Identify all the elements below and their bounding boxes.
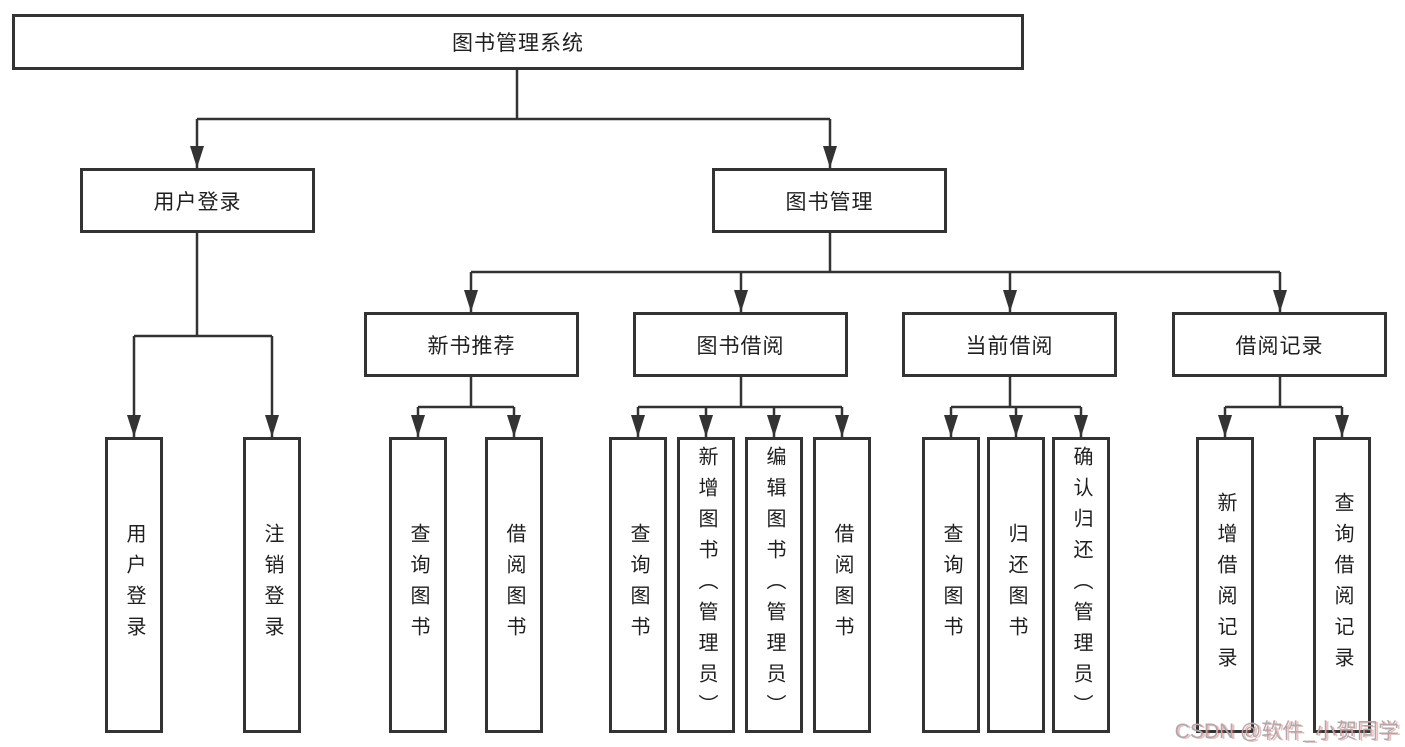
connector-book-management-to-level3 — [464, 233, 1287, 312]
node-label: 新书推荐 — [427, 334, 516, 358]
node-label: 借阅图书 — [503, 523, 525, 647]
node-label: 查询借阅记录 — [1331, 492, 1353, 678]
connector-new-book-children — [411, 377, 521, 437]
node-borrow-edit-books-admin: 编辑图书（管理员） — [745, 437, 803, 733]
node-borrowing-records: 借阅记录 — [1172, 312, 1387, 377]
node-borrow-search-books: 查询图书 — [609, 437, 667, 733]
node-label: 图书管理 — [785, 190, 874, 214]
node-label: 查询图书 — [627, 523, 649, 647]
node-label: 新增图书（管理员） — [695, 445, 717, 725]
node-library-management-system: 图书管理系统 — [12, 14, 1024, 70]
node-current-search-books: 查询图书 — [922, 437, 980, 733]
node-current-confirm-return-admin: 确认归还（管理员） — [1052, 437, 1110, 733]
node-label: 查询图书 — [940, 523, 962, 647]
node-label: 图书借阅 — [696, 334, 785, 358]
node-label: 借阅图书 — [831, 523, 853, 647]
node-user-login-branch: 用户登录 — [80, 168, 315, 233]
node-user-login-leaf: 用户登录 — [105, 437, 163, 733]
node-newbook-search-books: 查询图书 — [389, 437, 447, 733]
node-label: 查询图书 — [407, 523, 429, 647]
node-label: 注销登录 — [261, 523, 283, 647]
connector-current-borrow-children — [944, 377, 1088, 437]
node-label: 图书管理系统 — [452, 32, 584, 55]
node-label: 新增借阅记录 — [1214, 492, 1236, 678]
node-label: 归还图书 — [1005, 523, 1027, 647]
node-record-search-record: 查询借阅记录 — [1313, 437, 1371, 733]
node-logout-leaf: 注销登录 — [243, 437, 301, 733]
node-book-management: 图书管理 — [712, 168, 947, 233]
node-new-book-recommend: 新书推荐 — [364, 312, 579, 377]
node-current-borrowing: 当前借阅 — [902, 312, 1117, 377]
connector-root-to-level2 — [190, 70, 837, 168]
node-label: 编辑图书（管理员） — [763, 445, 785, 725]
node-borrow-borrow-books: 借阅图书 — [813, 437, 871, 733]
connector-book-borrow-children — [631, 377, 849, 437]
node-label: 确认归还（管理员） — [1070, 445, 1092, 725]
node-borrow-add-books-admin: 新增图书（管理员） — [677, 437, 735, 733]
node-label: 当前借阅 — [965, 334, 1054, 358]
node-record-add-record: 新增借阅记录 — [1196, 437, 1254, 733]
csdn-watermark: CSDN @软件_小贺同学 — [1174, 720, 1399, 743]
connector-borrow-record-children — [1218, 377, 1349, 437]
node-book-borrowing: 图书借阅 — [633, 312, 848, 377]
node-newbook-borrow-books: 借阅图书 — [485, 437, 543, 733]
node-label: 用户登录 — [123, 523, 145, 647]
node-label: 借阅记录 — [1235, 334, 1324, 358]
node-current-return-books: 归还图书 — [987, 437, 1045, 733]
connector-user-login-children — [127, 233, 279, 437]
node-label: 用户登录 — [153, 190, 242, 214]
